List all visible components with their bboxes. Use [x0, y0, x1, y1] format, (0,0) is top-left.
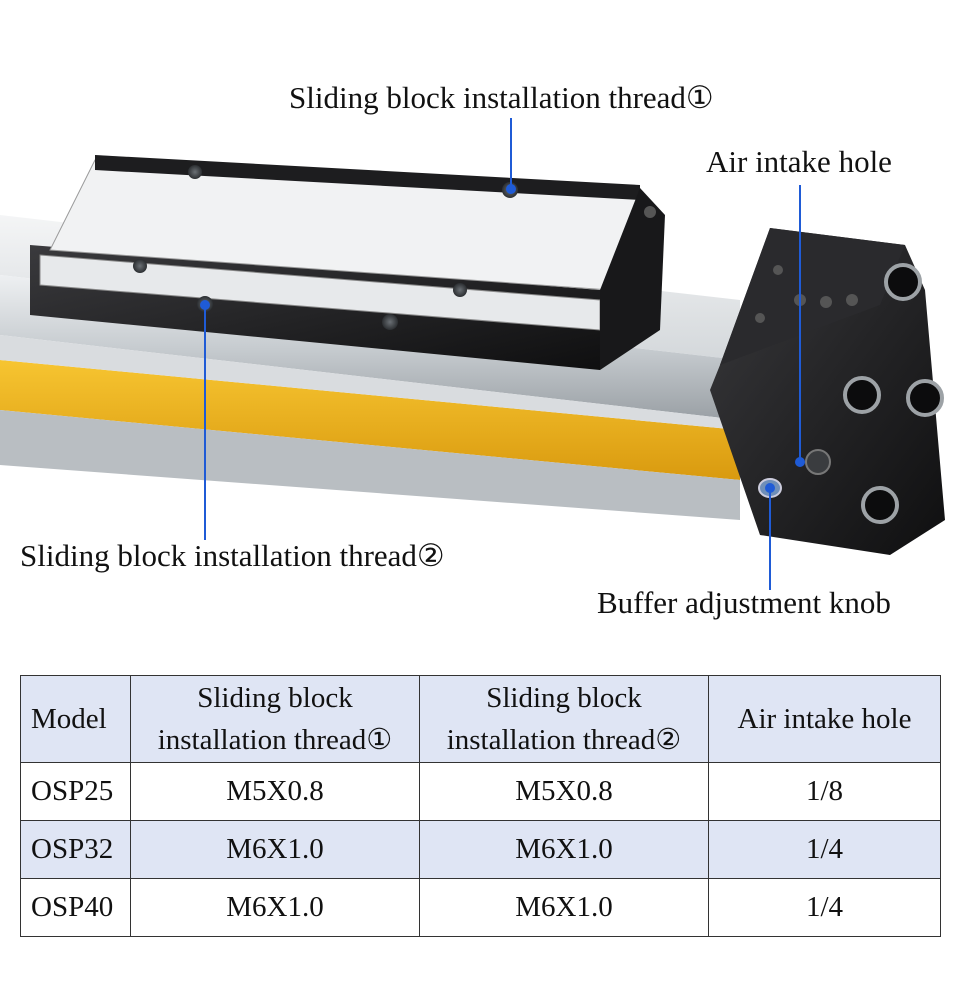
header-air-intake: Air intake hole: [708, 675, 941, 763]
sliding-block: [30, 155, 665, 370]
cell-thread1: M6X1.0: [130, 820, 420, 879]
spec-table: Model Sliding block installation thread①…: [20, 675, 941, 937]
callout-label-air-intake: Air intake hole: [706, 144, 892, 179]
table-row: OSP40 M6X1.0 M6X1.0 1/4: [20, 878, 941, 937]
header-thread1: Sliding block installation thread①: [130, 675, 420, 763]
header-thread2: Sliding block installation thread②: [419, 675, 709, 763]
table-header-row: Model Sliding block installation thread①…: [20, 675, 941, 763]
callout-label-buffer-knob: Buffer adjustment knob: [597, 585, 891, 620]
cell-model: OSP32: [20, 820, 131, 879]
callout-lines: [200, 118, 805, 590]
end-cap: [710, 228, 945, 555]
cell-thread2: M6X1.0: [419, 820, 709, 879]
cell-air-intake: 1/4: [708, 820, 941, 879]
callout-label-thread2: Sliding block installation thread②: [20, 538, 445, 573]
cell-model: OSP25: [20, 762, 131, 821]
cell-thread2: M5X0.8: [419, 762, 709, 821]
table-row: OSP32 M6X1.0 M6X1.0 1/4: [20, 820, 941, 879]
table-row: OSP25 M5X0.8 M5X0.8 1/8: [20, 762, 941, 821]
header-model: Model: [20, 675, 131, 763]
cell-air-intake: 1/8: [708, 762, 941, 821]
cell-model: OSP40: [20, 878, 131, 937]
cell-thread1: M6X1.0: [130, 878, 420, 937]
callout-label-thread1: Sliding block installation thread①: [289, 80, 714, 115]
cell-thread1: M5X0.8: [130, 762, 420, 821]
product-illustration: [0, 118, 945, 590]
cell-air-intake: 1/4: [708, 878, 941, 937]
cell-thread2: M6X1.0: [419, 878, 709, 937]
